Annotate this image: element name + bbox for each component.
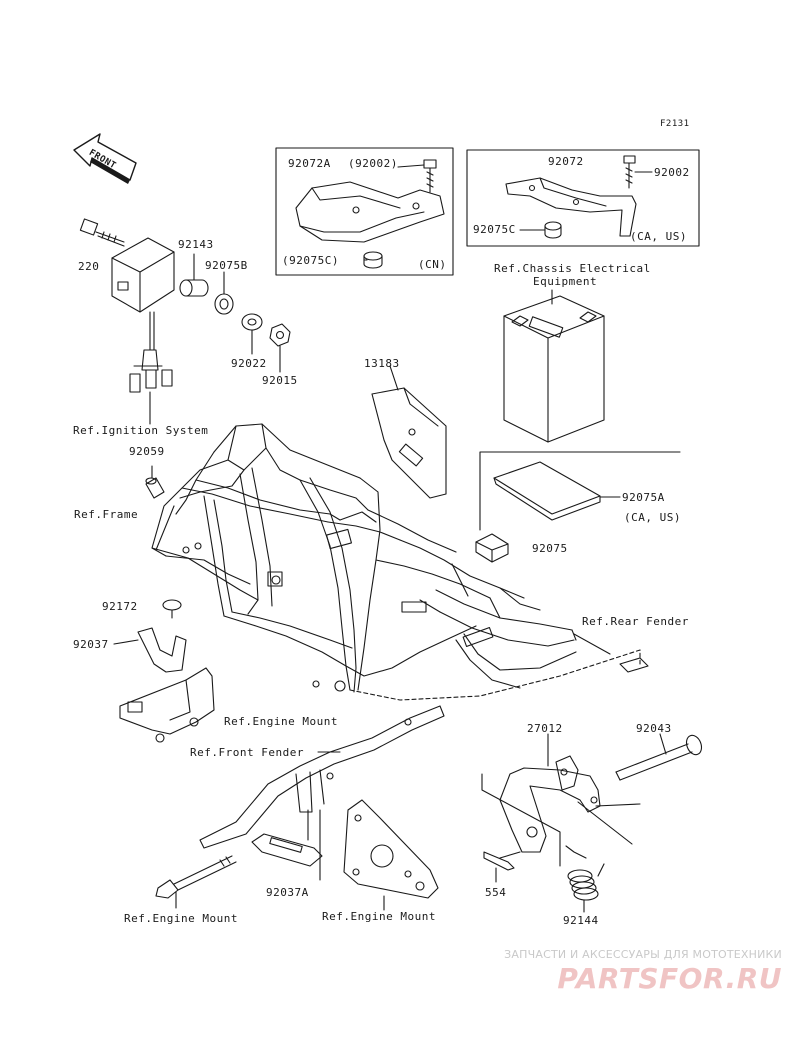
battery-icon bbox=[503, 289, 605, 443]
label-cn: (CN) bbox=[418, 258, 447, 271]
engine-mount-bracket-icon bbox=[119, 667, 215, 743]
ref-ignition-system: Ref.Ignition System bbox=[73, 424, 209, 437]
label-554: 554 bbox=[485, 886, 507, 899]
label-92075B: 92075B bbox=[205, 259, 248, 272]
bracket-92072A-icon bbox=[295, 181, 445, 243]
label-92075: 92075 bbox=[532, 542, 568, 555]
lever-27012-icon bbox=[499, 755, 601, 853]
cotter-pin-554-icon bbox=[483, 851, 521, 871]
collar-92075B-icon bbox=[214, 271, 234, 315]
label-92075C: 92075C bbox=[473, 223, 516, 236]
leader-92075A-box bbox=[479, 451, 681, 531]
label-13183: 13183 bbox=[364, 357, 400, 370]
label-ca-us-top: (CA, US) bbox=[630, 230, 687, 243]
dashed-guide bbox=[349, 649, 641, 701]
washer-92022-icon bbox=[241, 313, 263, 355]
label-92002: 92002 bbox=[654, 166, 690, 179]
spring-92144-icon bbox=[565, 845, 605, 901]
clamp-92037-icon bbox=[137, 627, 187, 673]
nut-92015-icon bbox=[269, 323, 291, 373]
spacer-92059-icon bbox=[145, 477, 165, 499]
front-arrow-icon bbox=[73, 133, 137, 184]
label-220: 220 bbox=[78, 260, 100, 273]
ignition-module-icon bbox=[111, 237, 175, 351]
ref-front-fender: Ref.Front Fender bbox=[190, 746, 304, 759]
watermark-logo: PARTSFOR.RU bbox=[557, 962, 782, 995]
cushion-92075-icon bbox=[475, 533, 509, 563]
pin-92043-icon bbox=[615, 734, 703, 781]
ref-engine-mount-left: Ref.Engine Mount bbox=[124, 912, 238, 925]
label-92022: 92022 bbox=[231, 357, 267, 370]
fender-bracket-icon bbox=[199, 705, 445, 849]
pad-92075A-icon bbox=[493, 461, 601, 521]
bolt-92002-cn-icon bbox=[423, 159, 437, 193]
label-92143: 92143 bbox=[178, 238, 214, 251]
ref-frame: Ref.Frame bbox=[74, 508, 139, 521]
label-92075C-paren: (92075C) bbox=[282, 254, 339, 267]
ca-us-inset-box bbox=[466, 149, 700, 247]
ref-chassis-electrical-line2: Equipment bbox=[533, 275, 598, 288]
label-92037A: 92037A bbox=[266, 886, 309, 899]
guard-13183-icon bbox=[371, 365, 447, 499]
grommet-92075C-icon bbox=[544, 221, 562, 239]
connector-icon bbox=[129, 349, 173, 393]
ref-rear-fender: Ref.Rear Fender bbox=[582, 615, 689, 628]
label-92043: 92043 bbox=[636, 722, 672, 735]
label-92037: 92037 bbox=[73, 638, 109, 651]
label-92015: 92015 bbox=[262, 374, 298, 387]
label-92059: 92059 bbox=[129, 445, 165, 458]
label-92002-paren: (92002) bbox=[348, 157, 398, 170]
label-92072: 92072 bbox=[548, 155, 584, 168]
label-92172: 92172 bbox=[102, 600, 138, 613]
ref-engine-mount-mid: Ref.Engine Mount bbox=[224, 715, 338, 728]
bracket-92072-icon bbox=[505, 177, 637, 237]
cn-inset-box bbox=[275, 147, 454, 276]
ref-engine-mount-right: Ref.Engine Mount bbox=[322, 910, 436, 923]
label-92144: 92144 bbox=[563, 914, 599, 927]
ref-chassis-electrical-line1: Ref.Chassis Electrical bbox=[494, 262, 651, 275]
small-pad-icon bbox=[619, 657, 649, 673]
bolt-92172-icon bbox=[162, 599, 182, 619]
label-92072A: 92072A bbox=[288, 157, 331, 170]
plate-92037A-icon bbox=[251, 833, 323, 867]
bolt-92002-icon bbox=[623, 155, 636, 189]
figure-code: F2131 bbox=[660, 119, 690, 129]
rubber-mount-92143-icon bbox=[179, 279, 209, 297]
long-bolt-icon bbox=[155, 855, 237, 899]
label-27012: 27012 bbox=[527, 722, 563, 735]
guide-line bbox=[481, 773, 561, 867]
engine-mount-plate-icon bbox=[343, 799, 439, 899]
frame-icon bbox=[151, 423, 577, 693]
grommet-92075C-cn-icon bbox=[363, 251, 383, 269]
label-ca-us-mid: (CA, US) bbox=[624, 511, 681, 524]
bolt-220-icon bbox=[79, 218, 125, 247]
label-92075A: 92075A bbox=[622, 491, 665, 504]
watermark-tagline: ЗАПЧАСТИ И АКСЕССУАРЫ ДЛЯ МОТОТЕХНИКИ bbox=[504, 948, 782, 961]
